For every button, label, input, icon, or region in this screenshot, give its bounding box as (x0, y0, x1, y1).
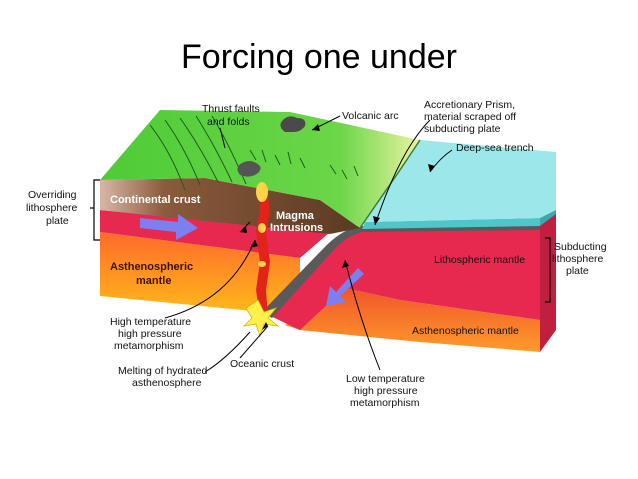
label-lithospheric-mantle: Lithospheric mantle (434, 254, 525, 266)
label-deep-sea-trench: Deep-sea trench (456, 142, 534, 154)
label-volcanic-arc: Volcanic arc (342, 110, 399, 122)
label-accretionary-1: Accretionary Prism, (424, 99, 515, 111)
ocean-front (362, 218, 540, 229)
label-oceanic-crust: Oceanic crust (230, 358, 294, 370)
overriding-bracket (93, 179, 100, 241)
label-magma-1: Magma (276, 210, 315, 222)
overriding-plate-arrow (140, 214, 198, 240)
label-subducting-1: Subducting (554, 241, 607, 253)
magma-conduit (256, 182, 270, 318)
label-thrust-faults-1: Thrust faults (202, 103, 260, 115)
continental-crust (100, 178, 360, 234)
label-overriding-2: lithosphere (26, 202, 78, 214)
label-magma-2: Intrusions (270, 222, 323, 234)
label-subducting-3: plate (566, 265, 589, 277)
subducting-bracket (545, 237, 551, 303)
label-astheno-left-2: mantle (136, 275, 171, 287)
volcano-smoke-top (280, 116, 306, 132)
leader-arrowheads (240, 124, 435, 330)
label-accretionary-3: subducting plate (424, 123, 501, 135)
label-overriding-1: Overriding (28, 189, 77, 201)
trench-line (359, 139, 421, 229)
label-melting-2: asthenosphere (132, 377, 202, 389)
volcano-smoke-front (237, 161, 261, 177)
label-low-temp-3: metamorphism (350, 397, 420, 409)
label-continental-crust: Continental crust (110, 194, 201, 206)
page-title: Forcing one under (181, 38, 457, 76)
label-high-temp-1: High temperature (110, 316, 191, 328)
label-accretionary-2: material scraped off (424, 111, 516, 123)
label-high-temp-2: high pressure (118, 328, 182, 340)
label-subducting-2: lithosphere (552, 253, 604, 265)
oceanic-crust-slab (262, 224, 540, 318)
label-low-temp-2: high pressure (354, 385, 418, 397)
label-astheno-left-1: Asthenospheric (110, 261, 193, 273)
label-overriding-3: plate (46, 215, 69, 227)
block-right-face (540, 210, 556, 352)
subducting-plate-arrow (326, 268, 364, 306)
label-melting-1: Melting of hydrated (118, 365, 207, 377)
subducting-lithosphere (262, 228, 540, 330)
label-thrust-faults-2: and folds (207, 116, 250, 128)
label-high-temp-3: metamorphism (114, 340, 184, 352)
label-low-temp-1: Low temperature (346, 373, 425, 385)
label-astheno-right: Asthenospheric mantle (412, 325, 519, 337)
asthenosphere-front (100, 232, 300, 322)
fold-lines (149, 115, 359, 191)
asthenosphere-front-right (285, 288, 540, 352)
ocean-surface (365, 140, 556, 222)
ocean-right-face (540, 210, 556, 226)
